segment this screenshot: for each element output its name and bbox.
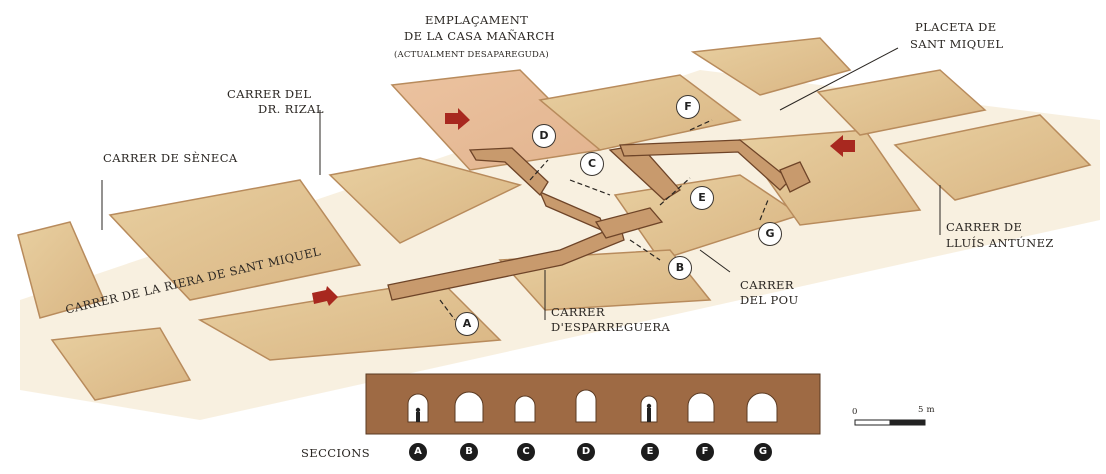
label-esparreguera-1: CARRER [551, 305, 605, 319]
label-antunez-2: LLUÍS ANTÚNEZ [946, 236, 1054, 250]
cut-line-c [569, 179, 611, 196]
opening-b [454, 391, 484, 423]
section-marker-a: A [455, 312, 479, 336]
block-right-b [893, 114, 1092, 201]
scale-label-five: 5 m [918, 405, 935, 415]
inlet-arrow-riera [312, 286, 338, 306]
opening-c [514, 395, 536, 423]
label-seneca: CARRER DE SÈNECA [103, 151, 238, 165]
label-placeta-2: SANT MIQUEL [910, 37, 1004, 51]
opening-g [746, 392, 778, 423]
block-middle-north [538, 74, 742, 151]
section-marker-d: D [532, 124, 556, 148]
section-marker-c: C [580, 152, 604, 176]
human-figures [415, 403, 652, 422]
label-antunez-1: CARRER DE [946, 220, 1023, 234]
city-blocks [17, 37, 1092, 401]
block-far-left [17, 221, 106, 319]
section-key-g: G [754, 443, 772, 461]
section-elevation [365, 373, 821, 435]
scale-bar-black [889, 419, 926, 426]
block-lower-left [50, 327, 192, 401]
label-emplacament: EMPLAÇAMENT [425, 13, 529, 27]
channel-segment-riera [387, 224, 625, 301]
cut-line-e [659, 177, 691, 206]
inlet-arrows [312, 108, 855, 306]
channel [387, 139, 811, 301]
section-key-c: C [517, 443, 535, 461]
leader-pou [699, 249, 731, 273]
section-key-a: A [409, 443, 427, 461]
label-casa-manarch: DE LA CASA MAÑARCH [404, 29, 555, 43]
section-key-f: F [696, 443, 714, 461]
leader-placeta [779, 47, 899, 111]
block-east-right [738, 129, 922, 226]
cut-line-b [629, 239, 661, 261]
cut-line-d [529, 159, 549, 181]
block-seneca [108, 179, 362, 301]
inlet-arrow-placeta [830, 135, 855, 157]
label-seccions: SECCIONS [301, 446, 370, 460]
label-placeta-1: PLACETA DE [915, 20, 997, 34]
section-marker-f: F [676, 95, 700, 119]
inlet-arrow-casa [445, 108, 470, 130]
channel-segment-placeta [779, 161, 811, 193]
block-top-right [690, 37, 852, 96]
label-esparreguera-2: D'ESPARREGUERA [551, 320, 671, 334]
scale-label-zero: 0 [852, 407, 858, 417]
label-rizal-1: CARRER DEL [227, 87, 312, 101]
label-pou-1: CARRER [740, 278, 794, 292]
figure-head-e [646, 403, 652, 409]
section-marker-e: E [690, 186, 714, 210]
scale-bar-white [854, 419, 891, 426]
cut-line-f [689, 119, 713, 131]
section-key-b: B [460, 443, 478, 461]
block-lower-middle [197, 279, 502, 361]
section-lines [439, 119, 769, 321]
figure-head-a [415, 407, 421, 413]
label-rizal-2: DR. RIZAL [258, 102, 324, 116]
opening-f [687, 392, 715, 423]
leader-lines [101, 47, 941, 320]
cut-line-g [759, 199, 769, 221]
channel-segment-east [619, 139, 791, 191]
cut-line-a [439, 299, 456, 321]
section-key-e: E [641, 443, 659, 461]
block-rizal [328, 157, 523, 244]
section-marker-b: B [668, 256, 692, 280]
label-actualment: (ACTUALMENT DESAPAREGUDA) [394, 50, 549, 60]
figure-body-a [416, 412, 420, 422]
label-pou-2: DEL POU [740, 293, 799, 307]
scale-bar [854, 419, 926, 426]
channel-segment-bend [594, 207, 664, 239]
figure-body-e [647, 408, 651, 422]
channel-segment-casa [468, 147, 549, 197]
block-right-a [816, 69, 987, 136]
section-marker-g: G [758, 222, 782, 246]
opening-d [575, 389, 597, 423]
section-key-d: D [577, 443, 595, 461]
